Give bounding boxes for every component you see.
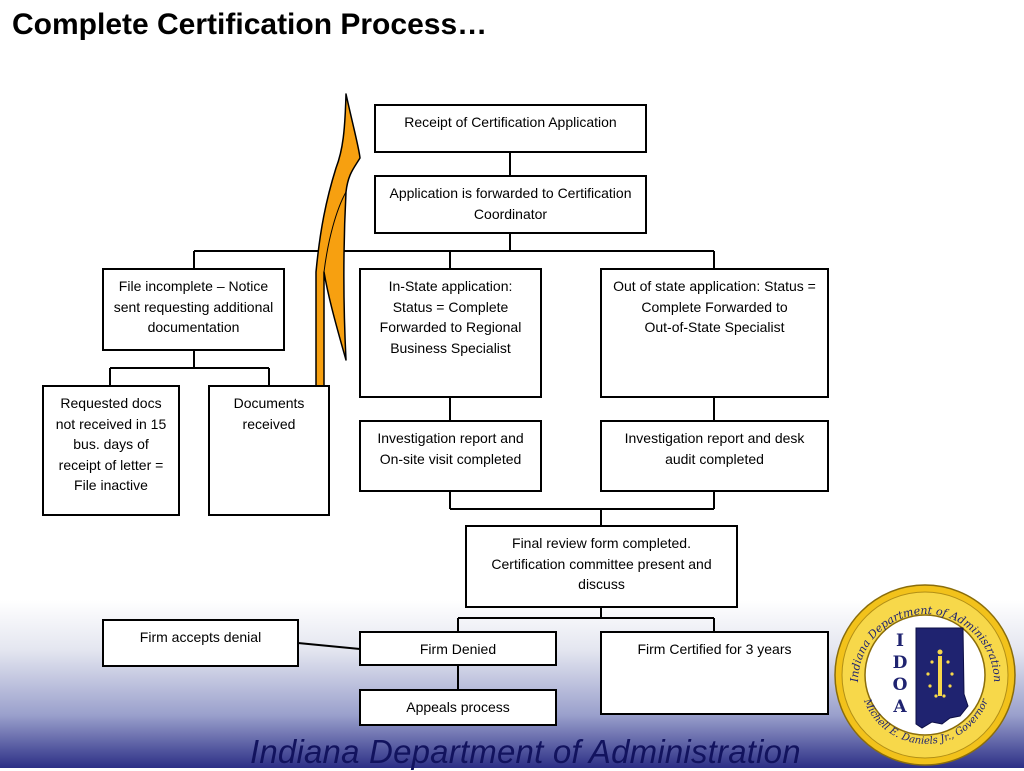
investigation-outstate-box: Investigation report and desk audit comp…: [600, 420, 829, 492]
appeals-process-box: Appeals process: [359, 689, 557, 726]
firm-denied-box: Firm Denied: [359, 631, 557, 666]
firm-accepts-denial-box: Firm accepts denial: [102, 619, 299, 667]
out-of-state-box: Out of state application: Status = Compl…: [600, 268, 829, 398]
seal-letter-a: A: [892, 697, 907, 717]
receipt-box: Receipt of Certification Application: [374, 104, 647, 153]
docs-received-box: Documents received: [208, 385, 330, 516]
file-incomplete-box: File incomplete – Notice sent requesting…: [102, 268, 285, 351]
up-arrow-icon: [315, 93, 361, 515]
seal-letter-i: I: [896, 631, 904, 651]
firm-certified-box: Firm Certified for 3 years: [600, 631, 829, 715]
docs-not-received-box: Requested docs not received in 15 bus. d…: [42, 385, 180, 516]
page-title: Complete Certification Process…: [12, 8, 488, 41]
in-state-box: In-State application: Status = Complete …: [359, 268, 542, 398]
seal-letter-o: O: [893, 675, 908, 695]
investigation-instate-box: Investigation report and On-site visit c…: [359, 420, 542, 492]
idoa-seal: Indiana Department of Administration Mic…: [834, 584, 1016, 766]
seal-letter-d: D: [893, 653, 908, 673]
footer-organization-name: Indiana Department of Administration: [250, 733, 801, 770]
torch-stars-icon: [926, 649, 954, 698]
final-review-box: Final review form completed. Certificati…: [465, 525, 738, 608]
forwarded-box: Application is forwarded to Certificatio…: [374, 175, 647, 234]
